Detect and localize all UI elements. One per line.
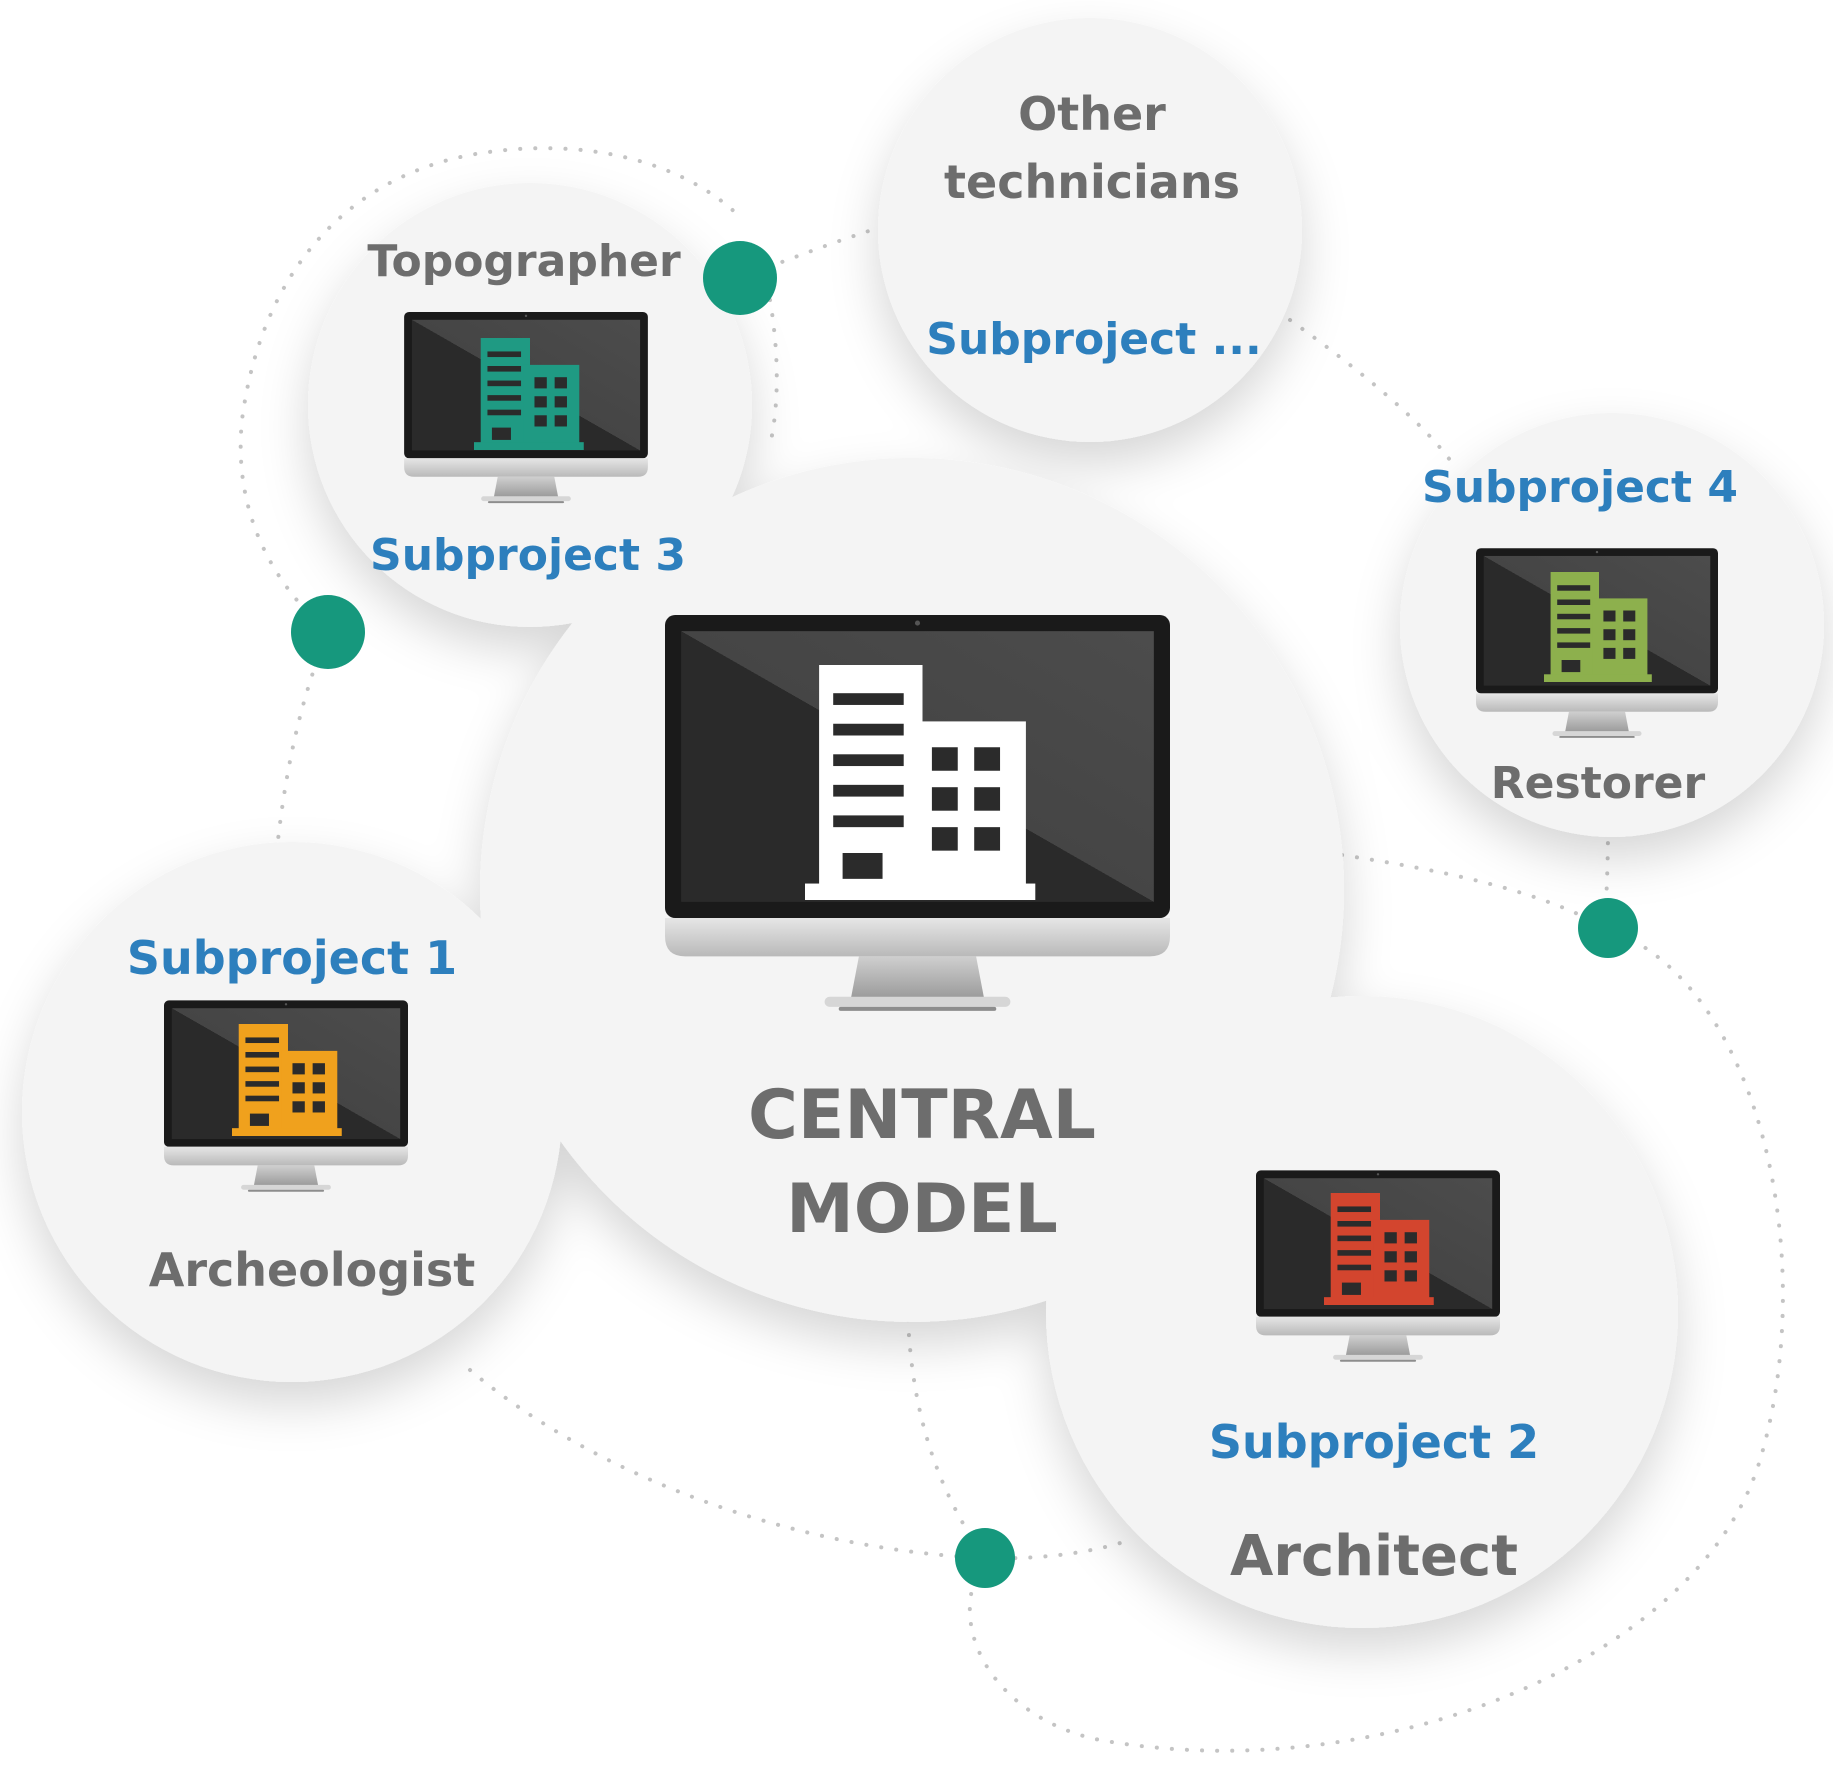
architect-subproject-label: Subproject 2 xyxy=(1209,1415,1539,1469)
architect-node: Subproject 2 Architect xyxy=(1209,1170,1539,1589)
connector-dot xyxy=(955,1528,1015,1588)
archeologist-node: Subproject 1 Archeologist xyxy=(127,931,475,1297)
central-model-node: CENTRAL MODEL xyxy=(665,615,1170,1249)
topographer-node: Topographer Subproject 3 xyxy=(367,236,686,581)
dotted-line-archeologist-bottom xyxy=(468,1368,987,1560)
connector-dots xyxy=(291,241,1638,1588)
connector-dot xyxy=(291,595,365,669)
dotted-line-outer-right xyxy=(967,926,1785,1753)
topographer-subproject-label: Subproject 3 xyxy=(370,530,686,581)
connector-dot xyxy=(703,241,777,315)
archeologist-role-label: Archeologist xyxy=(149,1243,476,1297)
other-technicians-bubble xyxy=(878,18,1302,442)
other-technicians-role-line2: technicians xyxy=(944,155,1240,209)
central-model-title-line2: MODEL xyxy=(786,1170,1058,1249)
restorer-role-label: Restorer xyxy=(1491,758,1706,809)
dotted-line-central-down xyxy=(906,1318,987,1560)
archeologist-subproject-label: Subproject 1 xyxy=(127,931,457,985)
topographer-role-label: Topographer xyxy=(367,236,681,287)
restorer-subproject-label: Subproject 4 xyxy=(1422,462,1738,513)
dotted-line-topographer-down xyxy=(768,298,779,447)
restorer-node: Subproject 4 Restorer xyxy=(1422,462,1738,809)
dotted-line-restorer-central xyxy=(1340,853,1607,930)
architect-role-label: Architect xyxy=(1230,1524,1518,1589)
connector-dot xyxy=(1578,898,1638,958)
central-model-title-line1: CENTRAL xyxy=(748,1076,1096,1155)
dotted-line-to-architect xyxy=(983,1538,1132,1561)
other-technicians-subproject-label: Subproject ... xyxy=(926,314,1261,365)
dotted-line-other-to-restorer xyxy=(1288,318,1452,462)
other-technicians-role-line1: Other xyxy=(1018,87,1166,141)
other-technicians-node: Other technicians Subproject ... xyxy=(926,87,1261,365)
